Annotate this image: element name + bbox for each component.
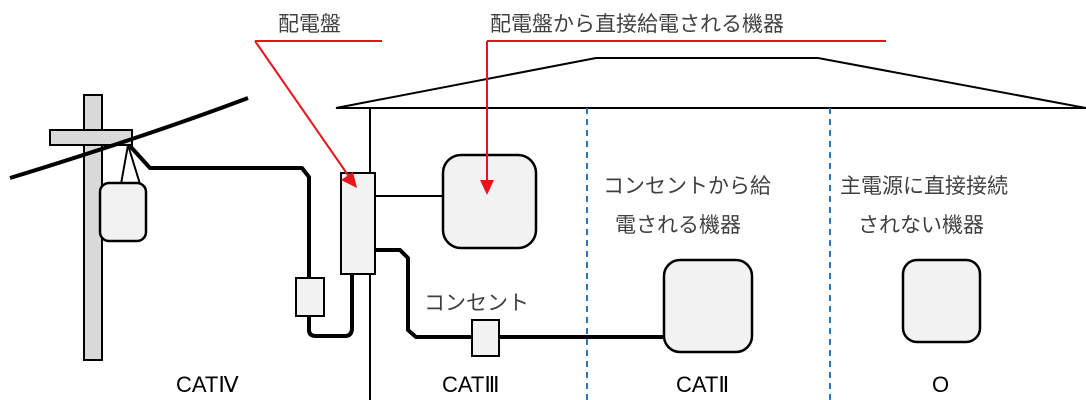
service-wire-upper (128, 144, 311, 278)
outlet-label: コンセント (424, 291, 529, 315)
panel-callout-label: 配電盤 (278, 12, 341, 36)
category-cat4-label: CATⅣ (176, 372, 239, 397)
mains-isolated-device (901, 258, 982, 344)
house-roof (335, 57, 1086, 109)
outlet-fed-device (662, 258, 754, 354)
service-wire-lower (307, 274, 354, 338)
distribution-panel (340, 172, 376, 275)
direct-fed-device (441, 153, 538, 250)
not-connected-label-line1: 主電源に直接接続 (840, 174, 1008, 198)
meter-drop-left (120, 144, 129, 185)
not-connected-label-line2: されない機器 (858, 213, 984, 237)
panel-callout-leader (254, 40, 351, 179)
direct-devices-callout-label: 配電盤から直接給電される機器 (490, 12, 784, 36)
category-cat2-label: CATⅡ (676, 372, 729, 397)
category-cat3-label: CATⅢ (442, 372, 500, 397)
panel-to-outlet-wire (375, 248, 472, 339)
meter-drop-right (127, 144, 141, 185)
panel-callout: 配電盤 (254, 12, 382, 188)
panel-callout-arrowhead (341, 172, 357, 188)
outlet-devices-label-line1: コンセントから給 (603, 174, 771, 198)
overhead-line (9, 96, 249, 180)
service-breaker (295, 277, 325, 317)
outlet-devices-label-line2: 電される機器 (615, 213, 741, 237)
outlet (471, 319, 500, 357)
direct-devices-callout: 配電盤から直接給電される機器 (480, 12, 886, 195)
category-o-label: O (932, 372, 949, 397)
watt-hour-meter (98, 181, 148, 243)
direct-devices-callout-arrowhead (480, 180, 494, 195)
